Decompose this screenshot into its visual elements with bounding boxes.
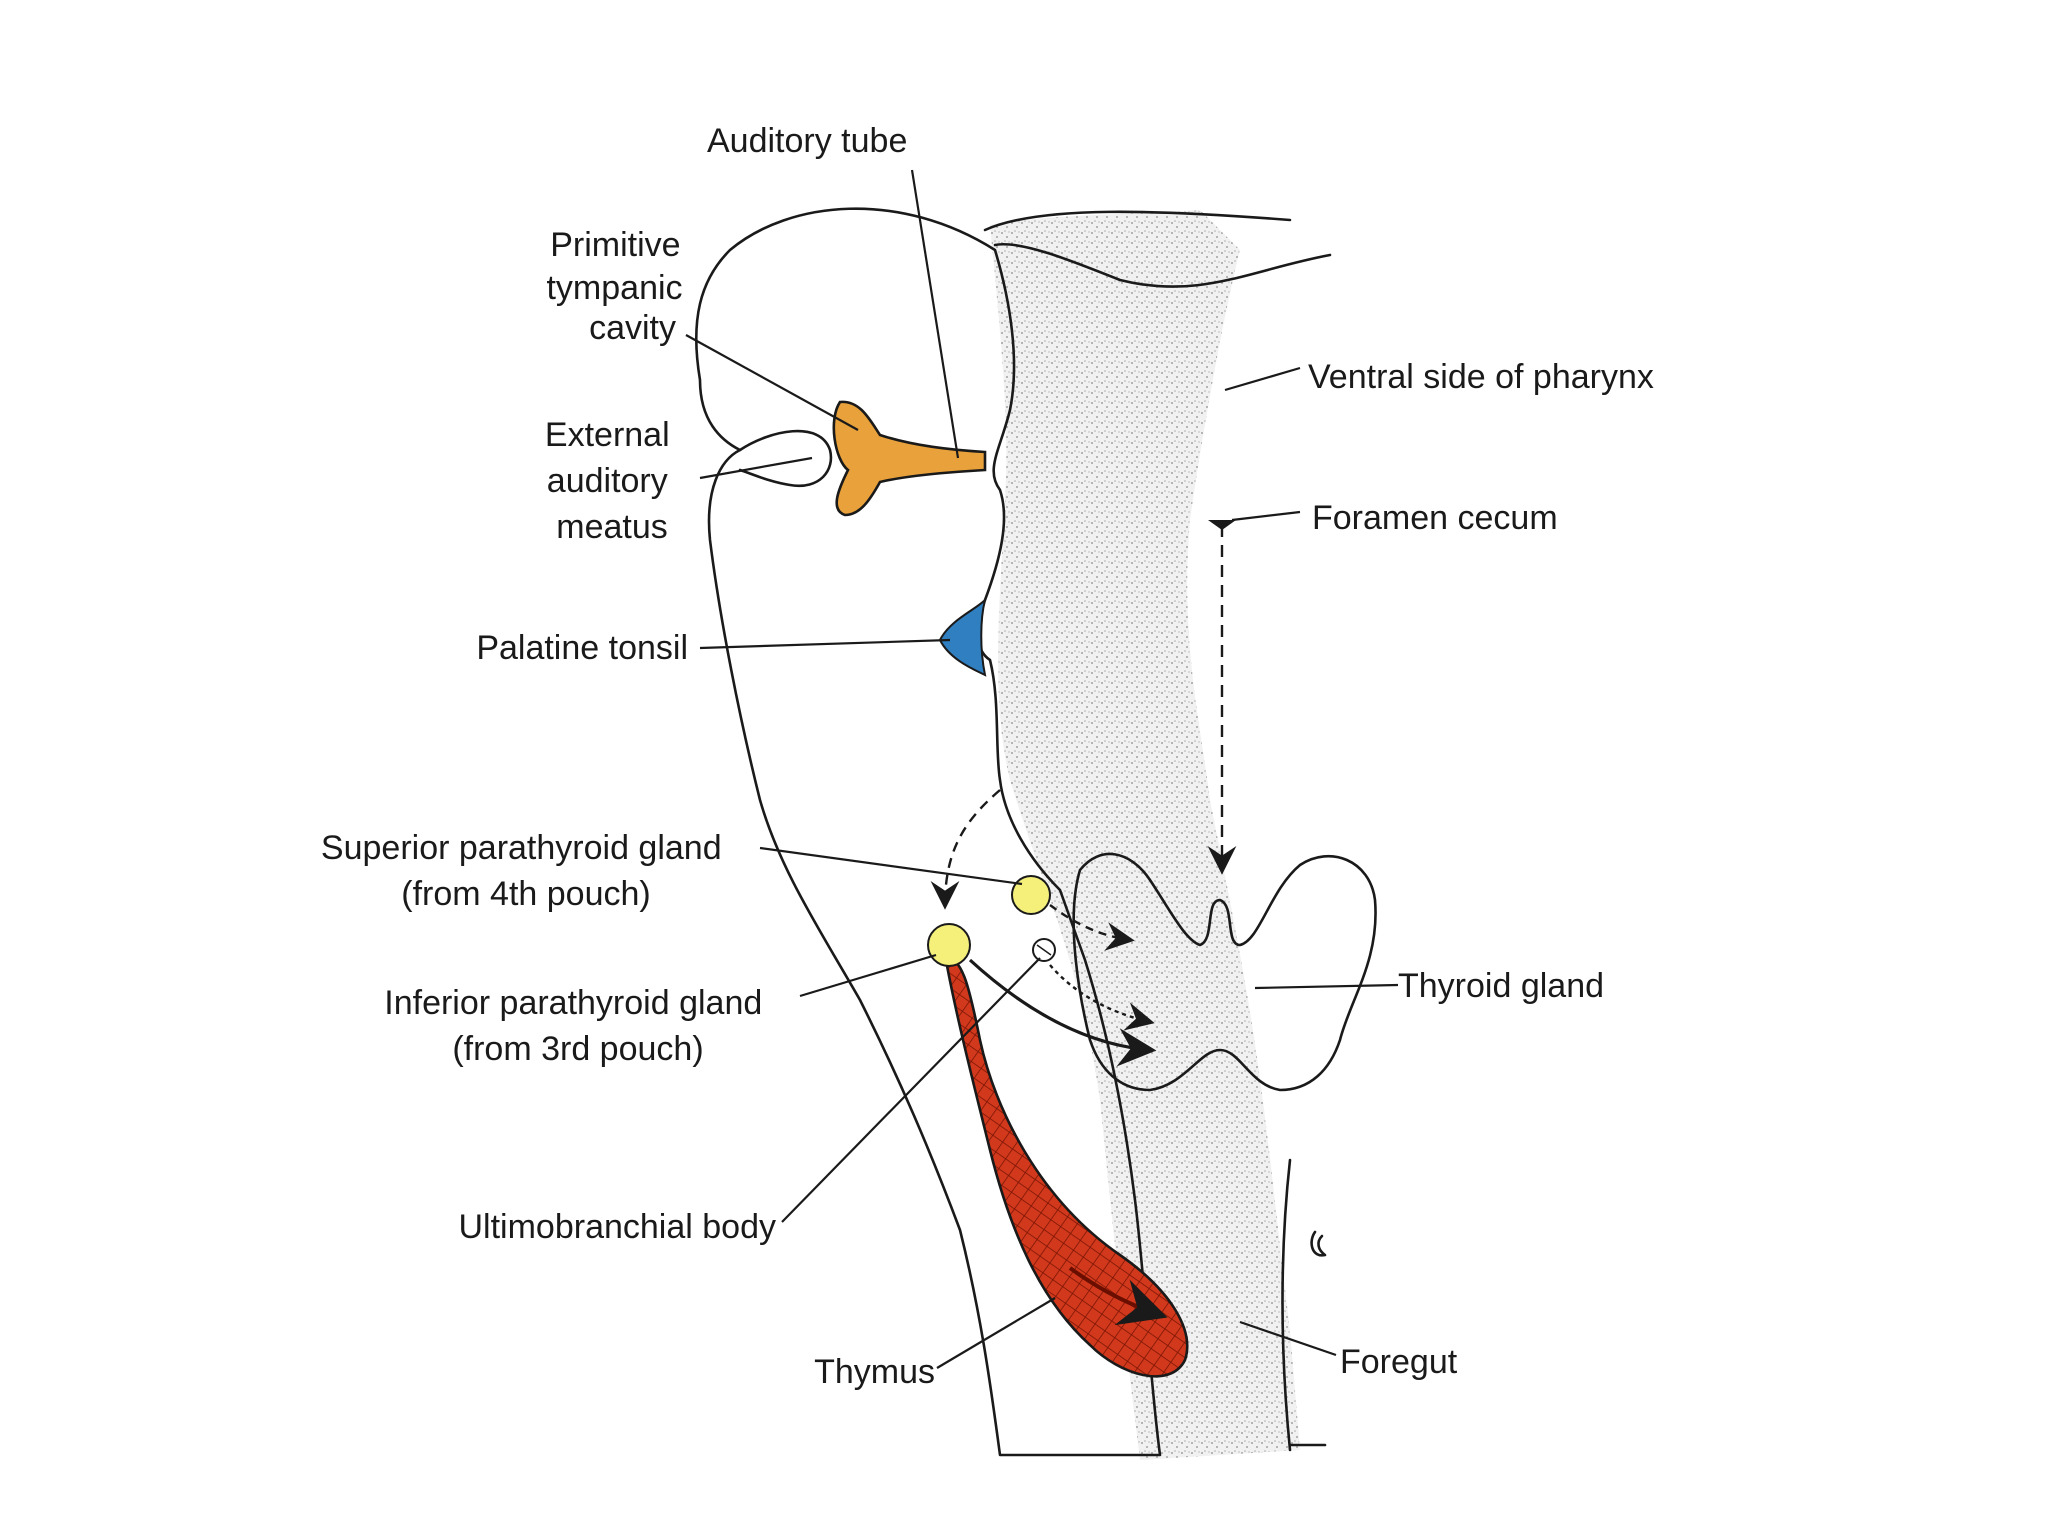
label-ventral-side-of-pharynx: Ventral side of pharynx xyxy=(1308,358,1654,396)
label-external-line-1: External xyxy=(545,416,670,454)
ventral-pharynx-wall xyxy=(990,210,1300,1460)
external-auditory-meatus xyxy=(738,429,833,488)
pharynx-upper-line-2 xyxy=(993,242,1332,288)
label-ultimobranchial-body: Ultimobranchial body xyxy=(459,1208,777,1246)
label-primitive-line-2: tympanic xyxy=(546,269,682,307)
leader-palatine-tonsil xyxy=(699,638,951,650)
label-external-line-2: auditory xyxy=(547,462,668,500)
leader-ultimobranchial xyxy=(781,957,1041,1223)
label-thyroid-gland: Thyroid gland xyxy=(1398,967,1604,1005)
inferior-parathyroid-gland xyxy=(927,923,971,967)
inferior-parathyroid-arrow xyxy=(968,958,1157,1067)
label-inferior-line-2: (from 3rd pouch) xyxy=(452,1030,703,1068)
label-primitive-line-1: Primitive xyxy=(550,226,680,264)
foramen-cecum-mark xyxy=(1208,520,1236,530)
pharynx-upper-line-1 xyxy=(983,210,1292,232)
foregut-curl xyxy=(1310,1230,1327,1257)
label-primitive-tympanic-cavity: Primitive tympanic cavity xyxy=(546,226,692,347)
ultimobranchial-arrow xyxy=(1049,964,1155,1031)
label-superior-parathyroid: Superior parathyroid gland (from 4th pou… xyxy=(321,829,731,913)
label-thymus: Thymus xyxy=(814,1353,935,1391)
label-foregut: Foregut xyxy=(1340,1343,1458,1381)
label-foramen-cecum: Foramen cecum xyxy=(1312,499,1558,537)
leader-ventral-pharynx xyxy=(1224,366,1301,392)
thymus-descent-arrow xyxy=(1068,1266,1168,1326)
label-inferior-parathyroid: Inferior parathyroid gland (from 3rd pou… xyxy=(384,984,771,1068)
label-primitive-line-3: cavity xyxy=(589,309,676,347)
leader-thyroid-gland xyxy=(1254,983,1399,990)
label-external-line-3: meatus xyxy=(556,508,668,546)
superior-parathyroid-gland xyxy=(1011,875,1051,915)
label-superior-line-1: Superior parathyroid gland xyxy=(321,829,722,867)
label-inferior-line-1: Inferior parathyroid gland xyxy=(384,984,762,1022)
leader-thymus xyxy=(936,1297,1056,1369)
superior-parathyroid-arrow xyxy=(1049,904,1135,951)
label-superior-line-2: (from 4th pouch) xyxy=(401,875,650,913)
leader-foramen-cecum xyxy=(1231,510,1301,522)
ultimobranchial-hatch xyxy=(1036,944,1052,956)
inferior-parathyroid-migration-arrow xyxy=(930,789,1001,910)
leader-auditory-tube xyxy=(910,169,960,459)
thyroid-gland-shape xyxy=(1072,852,1377,1092)
leader-superior-parathyroid xyxy=(759,846,1023,886)
leader-tympanic-cavity xyxy=(685,334,859,431)
leader-external-meatus xyxy=(699,456,813,480)
leader-foregut xyxy=(1239,1320,1337,1357)
thymus-shape xyxy=(943,953,1189,1378)
label-auditory-tube: Auditory tube xyxy=(707,122,907,160)
leader-inferior-parathyroid xyxy=(799,953,937,998)
label-palatine-tonsil: Palatine tonsil xyxy=(476,629,688,667)
palatine-tonsil-shape xyxy=(938,596,987,677)
label-external-auditory-meatus: External auditory meatus xyxy=(545,416,679,546)
foregut-tube xyxy=(1281,1158,1327,1452)
primitive-tympanic-cavity xyxy=(832,400,987,517)
